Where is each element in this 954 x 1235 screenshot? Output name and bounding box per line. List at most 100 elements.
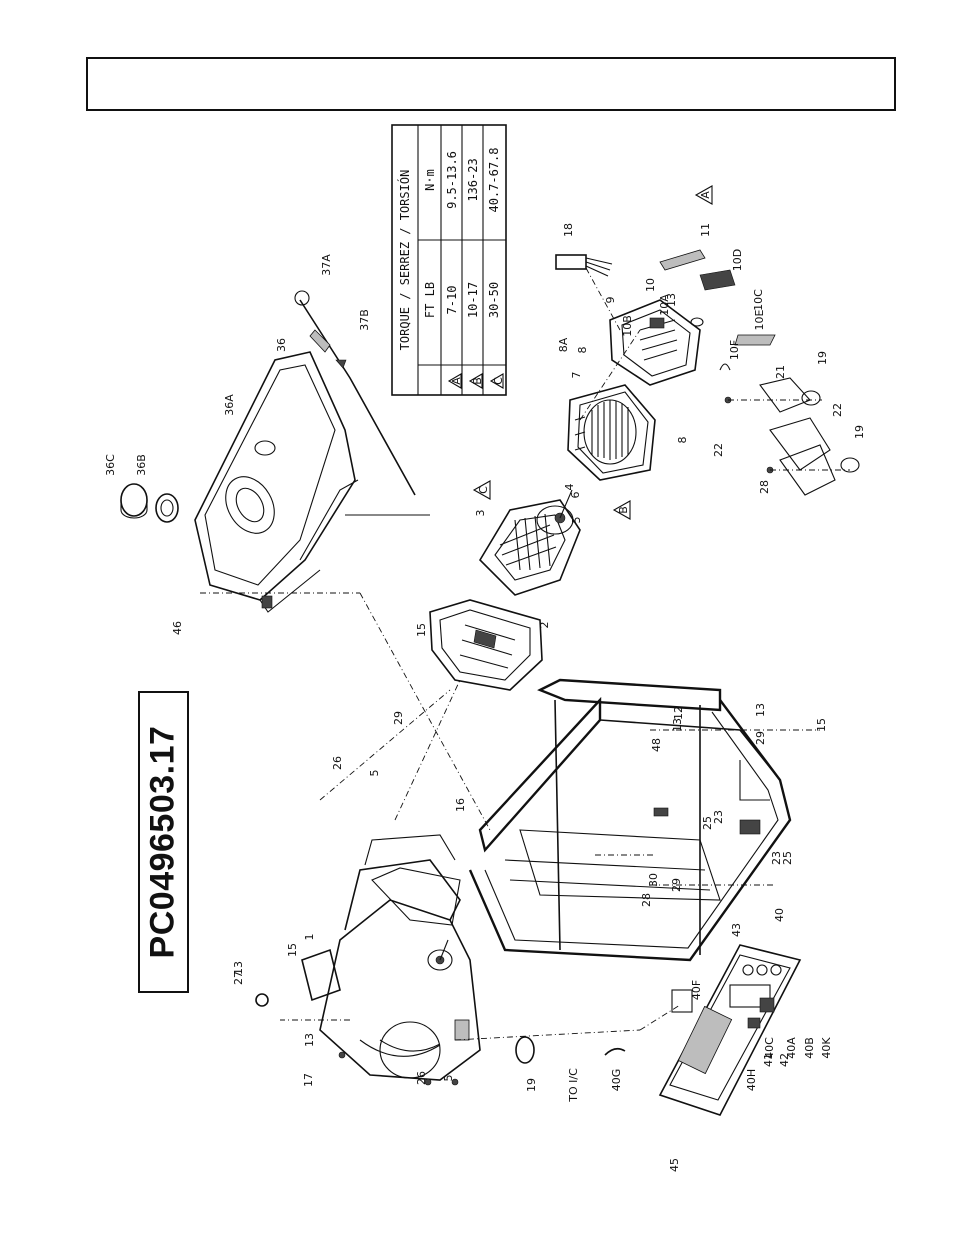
part-callout: 41 xyxy=(762,1053,775,1067)
model-number-box xyxy=(138,691,189,993)
part-callout: 18 xyxy=(562,223,575,237)
part-callout: 40K xyxy=(820,1037,833,1059)
part-callout: 15 xyxy=(815,718,828,732)
part-callout: 19 xyxy=(816,351,829,365)
part-callout: 11 xyxy=(699,223,712,237)
part-callout: 19 xyxy=(853,425,866,439)
part-callout: 40F xyxy=(690,980,703,1000)
torque-mark: B xyxy=(617,506,630,514)
part-callout: 5 xyxy=(570,517,583,524)
fuel-tank-drawing xyxy=(120,290,430,613)
part-callout: 30 xyxy=(647,873,660,887)
torque-row-nm: 136-23 xyxy=(466,158,480,201)
part-callout: 1 xyxy=(303,934,316,941)
part-callout: 13 xyxy=(671,718,684,732)
part-callout: 29 xyxy=(754,731,767,745)
part-callout: 25 xyxy=(701,816,714,830)
part-callout: 36 xyxy=(275,338,288,352)
part-callout: 5 xyxy=(442,1075,455,1082)
part-callout: 21 xyxy=(774,365,787,379)
part-callout: 17 xyxy=(302,1073,315,1087)
callout-labels: 123455567888A91010A10B10C10D10E10F111213… xyxy=(104,223,866,1172)
part-callout: 36C xyxy=(104,454,117,476)
part-callout: 3 xyxy=(474,510,487,517)
torque-row-mark: C xyxy=(492,377,505,385)
part-callout: 26 xyxy=(331,756,344,770)
torque-row-nm: 40.7-67.8 xyxy=(487,147,501,212)
part-callout: 10F xyxy=(728,340,741,360)
part-callout: 10C xyxy=(752,289,765,311)
part-callout: 40G xyxy=(610,1069,623,1092)
torque-col-ftlb: FT LB xyxy=(423,282,437,318)
part-callout: 9 xyxy=(604,297,617,304)
part-callout: 48 xyxy=(650,738,663,752)
part-callout: 25 xyxy=(781,851,794,865)
part-callout: 6 xyxy=(569,492,582,499)
torque-row-ftlb: 10-17 xyxy=(466,282,480,318)
part-callout: 22 xyxy=(712,443,725,457)
part-callout: 7 xyxy=(570,372,583,379)
part-callout: 43 xyxy=(730,923,743,937)
part-callout: 2 xyxy=(538,622,551,629)
part-callout: 29 xyxy=(392,711,405,725)
part-callout: 22 xyxy=(831,403,844,417)
part-callout: 10 xyxy=(644,278,657,292)
part-callout: 10A xyxy=(658,294,671,316)
engine-drawing xyxy=(255,834,535,1086)
part-callout: 8 xyxy=(576,347,589,354)
leader-lines xyxy=(200,267,820,1041)
torque-row-mark: B xyxy=(471,377,484,385)
part-callout: 27 xyxy=(232,971,245,985)
part-callout: 42 xyxy=(778,1053,791,1067)
part-callout: 37A xyxy=(320,254,333,276)
part-callout: 36B xyxy=(135,454,148,476)
part-callout: 40A xyxy=(785,1037,798,1059)
torque-row-nm: 9.5-13.6 xyxy=(445,151,459,209)
part-callout: 26 xyxy=(415,1071,428,1085)
part-callout: 46 xyxy=(171,621,184,635)
torque-row-ftlb: 30-50 xyxy=(487,282,501,318)
part-callout: 23 xyxy=(770,851,783,865)
part-callout: 29 xyxy=(670,878,683,892)
part-callout: 19 xyxy=(525,1078,538,1092)
part-callout: 28 xyxy=(640,893,653,907)
part-callout: 40 xyxy=(773,908,786,922)
part-callout: 45 xyxy=(668,1158,681,1172)
torque-marks: C B A xyxy=(472,185,713,520)
alternator-drawing xyxy=(429,249,860,691)
torque-table: TORQUE / SERREZ / TORSIÓN FT LB N·m A 7-… xyxy=(391,124,507,396)
part-callout: 37B xyxy=(358,309,371,331)
part-callout: 15 xyxy=(286,943,299,957)
torque-mark: C xyxy=(477,486,490,494)
part-callout: 4 xyxy=(563,484,576,491)
frame-drawing xyxy=(468,678,792,962)
part-callout: 10B xyxy=(621,315,634,337)
torque-mark: A xyxy=(699,191,712,199)
header-box xyxy=(86,57,896,111)
torque-table-title: TORQUE / SERREZ / TORSIÓN xyxy=(397,170,412,351)
part-callout: 40H xyxy=(745,1069,758,1091)
part-callout: 23 xyxy=(712,810,725,824)
part-callout: 13 xyxy=(665,293,678,307)
part-callout: 16 xyxy=(454,798,467,812)
part-callout: 40B xyxy=(803,1037,816,1059)
torque-row-ftlb: 7-10 xyxy=(445,286,459,315)
to-ic-note: TO I/C xyxy=(567,1068,580,1103)
part-callout: 36A xyxy=(223,394,236,416)
part-callout: 8 xyxy=(676,437,689,444)
part-callout: 13 xyxy=(303,1033,316,1047)
part-callout: 10D xyxy=(731,249,744,271)
part-callout: 40C xyxy=(763,1037,776,1059)
part-callout: 28 xyxy=(758,480,771,494)
control-panel-drawing xyxy=(604,944,802,1116)
part-callout: 12 xyxy=(672,706,685,720)
part-callout: 5 xyxy=(368,770,381,777)
part-callout: 15 xyxy=(415,623,428,637)
torque-col-nm: N·m xyxy=(423,169,437,191)
part-callout: 10E xyxy=(753,309,766,330)
part-callout: 13 xyxy=(232,961,245,975)
torque-row-mark: A xyxy=(450,377,463,385)
part-callout: 13 xyxy=(754,703,767,717)
part-callout: 8A xyxy=(557,337,570,352)
